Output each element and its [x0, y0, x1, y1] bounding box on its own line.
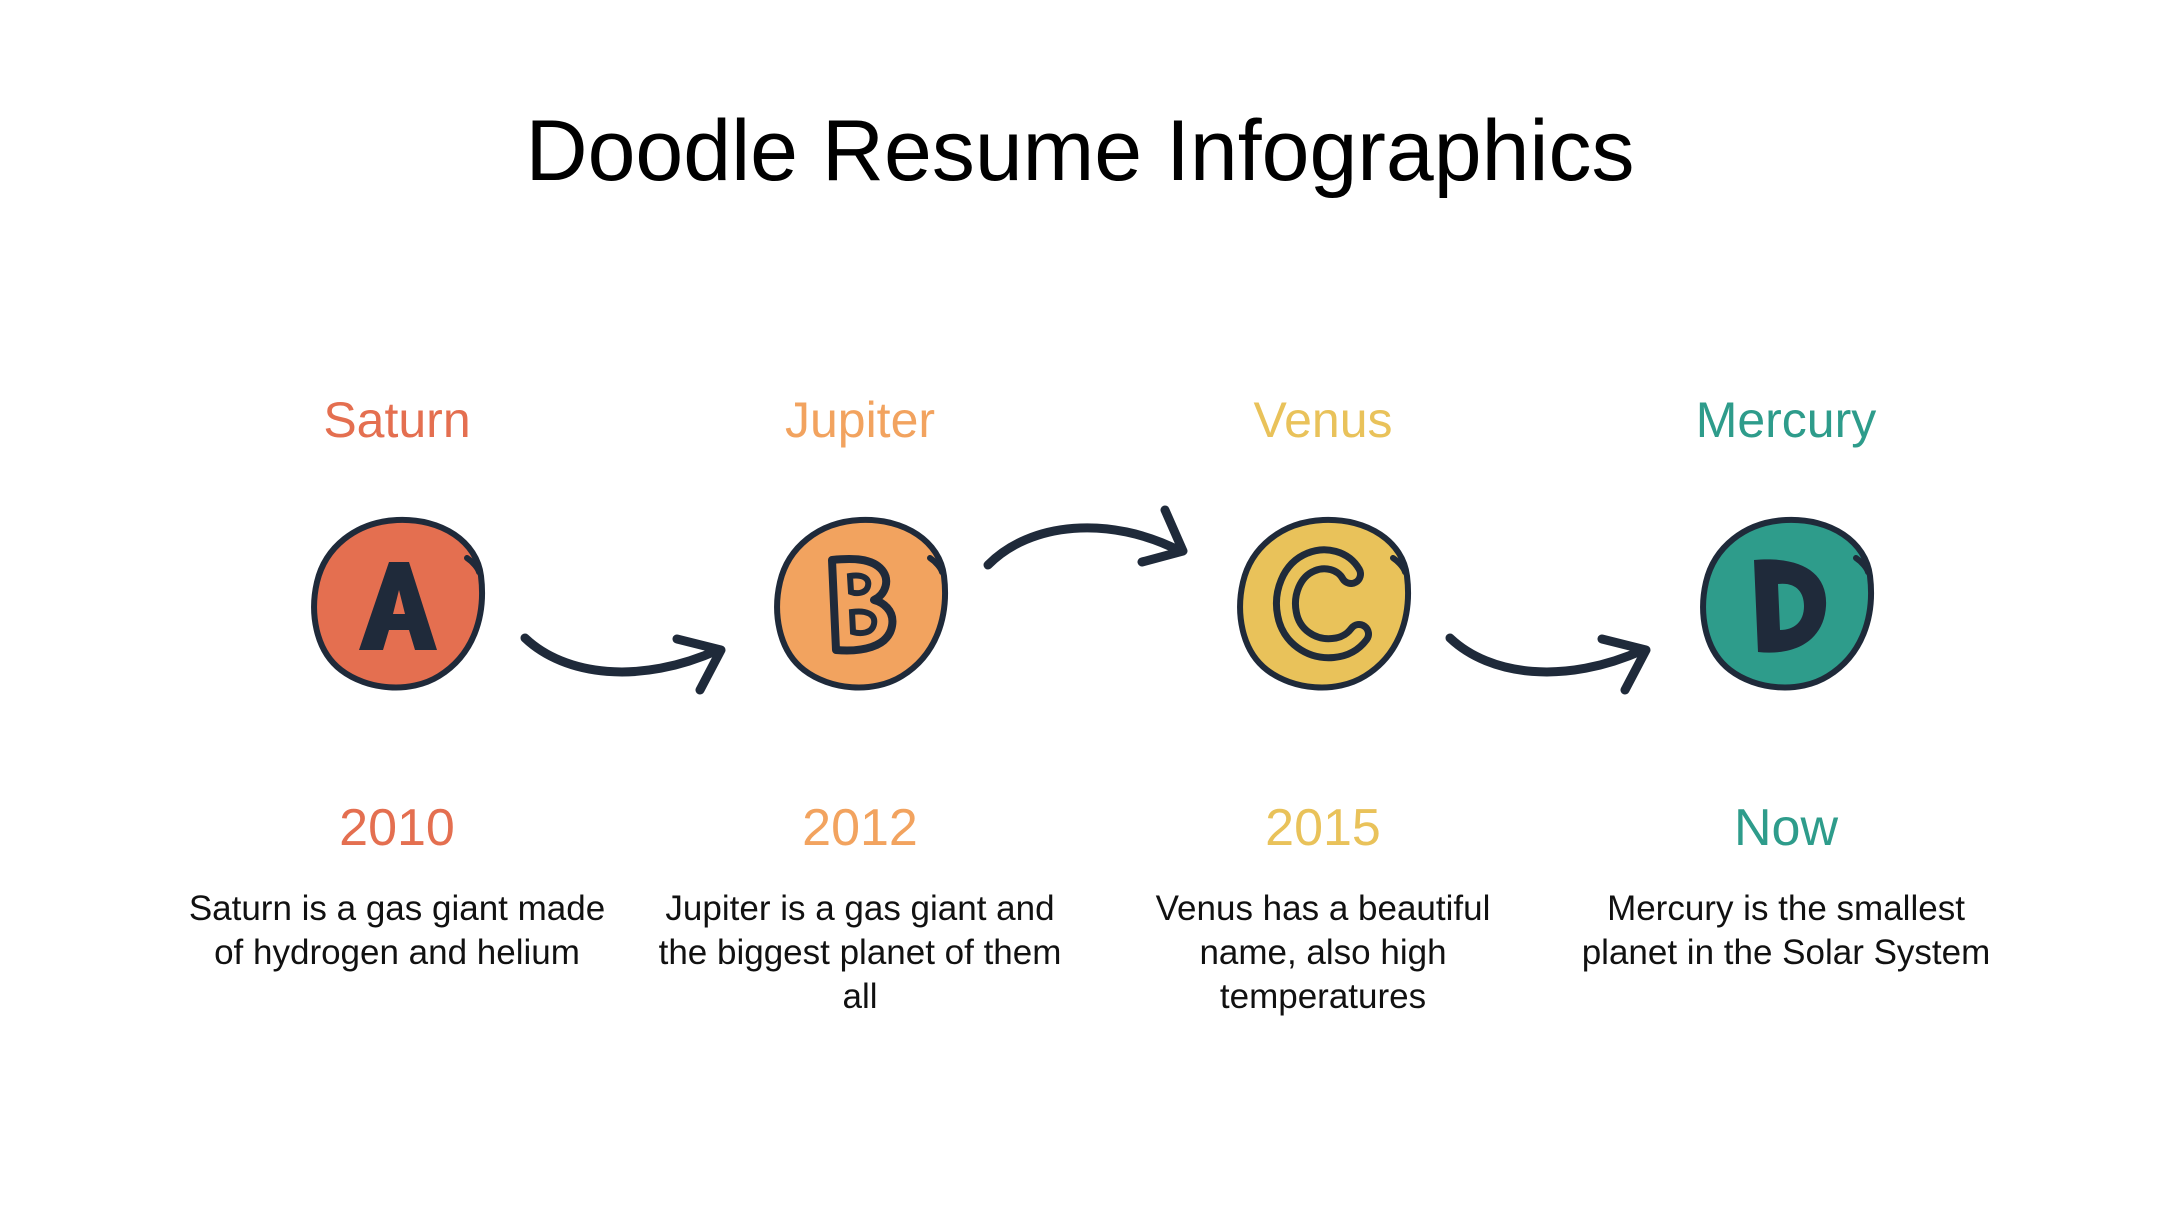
letter-b-badge-icon [774, 516, 948, 691]
letter-a-badge-icon [311, 516, 485, 691]
letter-a-badge [307, 514, 487, 694]
timeline-step-saturn: Saturn 2010 Saturn is a gas giant made o… [187, 0, 607, 1215]
step-year: 2015 [1265, 799, 1381, 857]
timeline-step-mercury: Mercury Now Mercury is the smallest plan… [1576, 0, 1996, 1215]
step-name: Jupiter [784, 392, 936, 448]
step-year: Now [1733, 799, 1839, 857]
timeline-step-venus: Venus 2015 Venus has a beautiful name, a… [1113, 0, 1533, 1215]
step-description: Mercury is the smallest planet in the So… [1581, 889, 1991, 972]
step-name: Saturn [323, 392, 471, 448]
letter-d-badge-icon [1700, 516, 1874, 691]
step-year: 2012 [802, 799, 918, 857]
step-description: Saturn is a gas giant made of hydrogen a… [188, 889, 606, 972]
step-year: 2010 [339, 799, 455, 857]
letter-b-badge [770, 514, 950, 694]
step-description: Jupiter is a gas giant and the biggest p… [658, 889, 1062, 1016]
step-name: Venus [1253, 392, 1393, 448]
step-name: Mercury [1695, 392, 1877, 448]
letter-d-badge [1696, 514, 1876, 694]
page-title: Doodle Resume Infographics [525, 103, 1635, 199]
letter-c-badge-icon [1237, 516, 1411, 691]
letter-c-badge [1233, 514, 1413, 694]
step-description: Venus has a beautiful name, also high te… [1155, 889, 1491, 1016]
timeline-step-jupiter: Jupiter 2012 Jupiter is a gas giant and … [650, 0, 1070, 1215]
